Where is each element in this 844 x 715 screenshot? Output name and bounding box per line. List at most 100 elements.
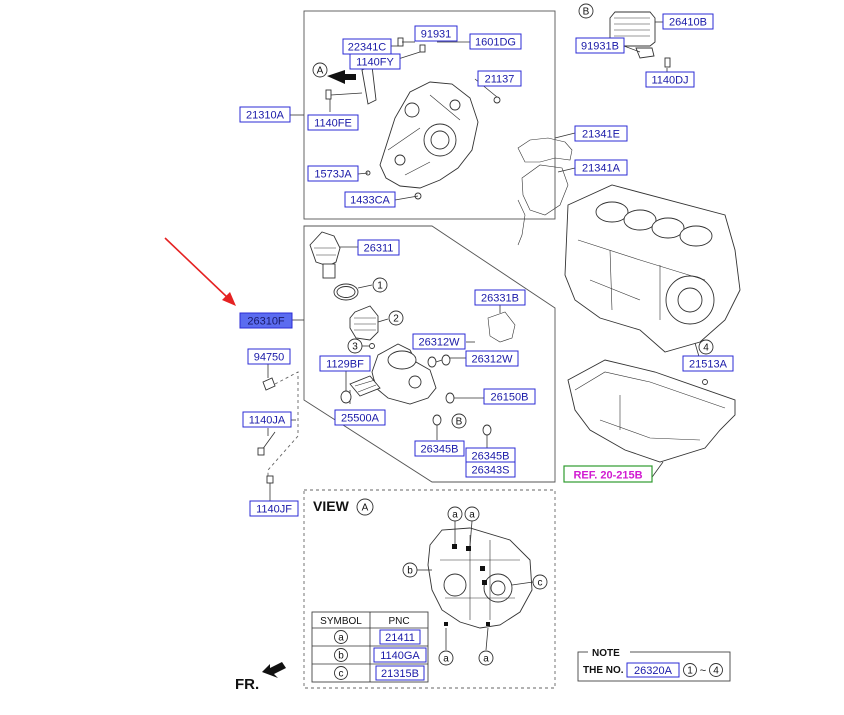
pnc-1140ga[interactable]: 1140GA [373,647,427,663]
svg-text:c: c [339,669,344,680]
pnc-21411[interactable]: 21411 [379,629,421,645]
part-label-25500a[interactable]: 25500A [334,409,386,426]
part-label-1433ca[interactable]: 1433CA [344,191,396,208]
svg-text:26310F: 26310F [247,316,285,328]
callout-a-1: a [447,506,463,522]
svg-text:a: a [469,510,475,521]
svg-text:25500A: 25500A [341,413,380,425]
part-label-1140dj[interactable]: 1140DJ [645,71,695,88]
part-label-1601dg[interactable]: 1601DG [469,33,522,50]
svg-text:91931B: 91931B [581,41,619,53]
svg-text:26331B: 26331B [481,293,519,305]
note-prefix: THE NO. [583,665,624,676]
svg-text:B: B [583,7,590,18]
svg-text:1129BF: 1129BF [326,359,364,371]
svg-text:21411: 21411 [385,632,415,644]
svg-text:21341A: 21341A [582,163,621,175]
svg-text:1140JF: 1140JF [256,504,292,516]
svg-text:4: 4 [713,666,719,677]
part-label-26343s[interactable]: 26343S [465,461,516,478]
part-label-26312w-lower[interactable]: 26312W [465,350,519,367]
note-pnc-26320a[interactable]: 26320A [626,662,680,678]
view-a-arrow-icon [327,70,356,84]
callout-1: 1 [372,277,388,293]
symbol-c: c [334,666,348,680]
part-label-26150b[interactable]: 26150B [483,388,536,405]
svg-text:A: A [317,66,324,77]
svg-text:a: a [338,633,344,644]
part-label-21341a[interactable]: 21341A [574,159,628,176]
svg-text:B: B [456,417,463,428]
note-range-separator: ~ [700,665,706,677]
front-direction-arrow-icon [262,662,286,678]
svg-text:26410B: 26410B [669,17,707,29]
engine-block-drawing [564,184,741,361]
svg-text:21310A: 21310A [246,110,285,122]
svg-text:1601DG: 1601DG [475,37,516,49]
part-label-26410b[interactable]: 26410B [662,13,714,30]
note-box: NOTE THE NO. 26320A 1 ~ 4 [577,646,731,682]
callout-b-view: b [402,562,418,578]
svg-text:26345B: 26345B [472,451,510,463]
part-label-21137[interactable]: 21137 [477,70,522,87]
part-label-91931b[interactable]: 91931B [575,37,625,54]
svg-text:REF. 20-215B: REF. 20-215B [573,470,642,482]
part-label-21310a[interactable]: 21310A [239,106,291,123]
symbol-b: b [334,648,348,662]
callout-a-2: a [464,506,480,522]
svg-text:21315B: 21315B [381,668,419,680]
svg-text:1: 1 [687,666,693,677]
oil-filter-group-box [303,225,556,483]
timing-cover-drawing [325,37,501,200]
svg-text:21341E: 21341E [582,129,620,141]
svg-text:b: b [338,651,344,662]
callout-a-3: a [438,650,454,666]
svg-text:1140FE: 1140FE [314,118,352,130]
symbol-header: SYMBOL [320,616,362,627]
part-label-26345b-left[interactable]: 26345B [414,440,465,457]
gaskets-drawing [517,132,576,246]
svg-text:a: a [443,654,449,665]
part-label-22341c[interactable]: 22341C [342,38,392,55]
svg-text:3: 3 [352,342,358,353]
svg-text:1433CA: 1433CA [350,195,390,207]
part-label-26312w-upper[interactable]: 26312W [412,333,466,350]
part-label-26310f-highlighted[interactable]: 26310F [239,312,293,329]
part-label-1140fy[interactable]: 1140FY [349,53,401,70]
svg-text:22341C: 22341C [348,42,387,54]
part-label-91931[interactable]: 91931 [414,25,458,42]
part-label-26331b[interactable]: 26331B [474,289,526,306]
part-label-1129bf[interactable]: 1129BF [319,355,371,372]
part-label-94750[interactable]: 94750 [247,348,291,365]
reference-label[interactable]: REF. 20-215B [563,465,653,483]
part-label-26345b-right[interactable]: 26345B [465,447,516,464]
part-label-21341e[interactable]: 21341E [574,125,628,142]
svg-text:1: 1 [377,281,383,292]
svg-text:21137: 21137 [485,74,515,86]
svg-text:26343S: 26343S [472,465,510,477]
part-label-1140ja[interactable]: 1140JA [242,411,292,428]
note-range-to: 4 [709,663,723,677]
view-title-letter: A [356,498,374,516]
svg-text:1140DJ: 1140DJ [651,75,688,87]
part-label-1140fe[interactable]: 1140FE [307,114,359,131]
note-title: NOTE [592,648,620,659]
part-label-26311[interactable]: 26311 [357,239,400,256]
pnc-21315b[interactable]: 21315B [375,665,425,681]
pnc-header: PNC [388,616,409,627]
part-label-1140jf[interactable]: 1140JF [249,500,299,517]
note-range-from: 1 [683,663,697,677]
part-label-21513a[interactable]: 21513A [682,355,734,372]
callout-B-filter: B [451,413,467,429]
part-label-1573ja[interactable]: 1573JA [307,165,359,182]
view-title: VIEW [313,498,350,514]
callout-A-top: A [312,62,328,78]
svg-text:91931: 91931 [421,29,452,41]
svg-text:26345B: 26345B [421,444,459,456]
symbol-a: a [334,630,348,644]
callout-4: 4 [698,339,714,355]
svg-text:A: A [362,503,369,514]
svg-text:a: a [483,654,489,665]
svg-text:1573JA: 1573JA [314,169,352,181]
